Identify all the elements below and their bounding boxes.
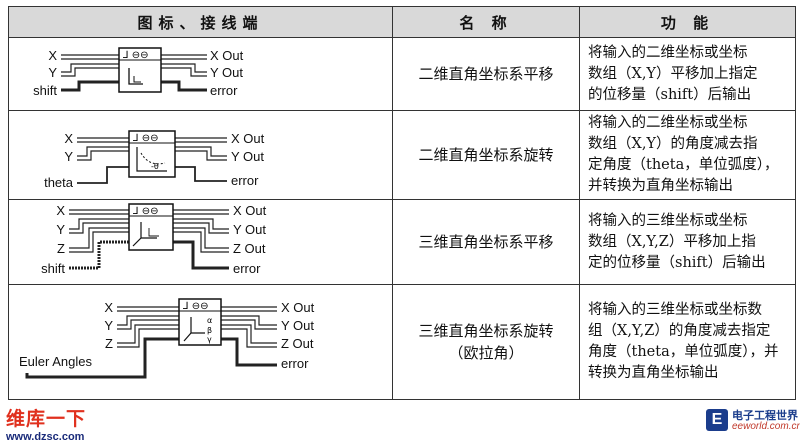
terminal-label-shift: shift xyxy=(33,83,57,98)
vi-icon-box: ⅃ ⊖⊖ -θ xyxy=(128,130,176,178)
terminal-label-y: Y xyxy=(48,65,57,80)
vi-icon-box: ⅃ ⊖⊖ α β γ xyxy=(178,298,222,346)
terminal-label-shift: shift xyxy=(41,261,65,276)
description-line: 数组（X,Y,Z）平移加上指 xyxy=(588,233,756,250)
table-row: X Y Z Euler Angles X Out Y Out Z Out err… xyxy=(8,284,796,400)
terminal-label-y: Y xyxy=(104,318,113,333)
terminal-label-x-out: X Out xyxy=(231,131,265,146)
vi-3d-rotate-icon: X Y Z Euler Angles X Out Y Out Z Out err… xyxy=(19,298,315,379)
terminal-label-x: X xyxy=(56,203,65,218)
function-description: 将输入的二维坐标或坐标 数组（X,Y）平移加上指定 的位移量（shift）后输出 xyxy=(579,37,796,111)
vi-diagram-2d-rotate: X Y theta X Out Y Out error xyxy=(8,110,393,200)
table-row: X Y theta X Out Y Out error xyxy=(8,110,796,200)
function-name: 二维直角坐标系平移 xyxy=(392,37,580,111)
function-name: 二维直角坐标系旋转 xyxy=(392,110,580,200)
svg-text:α: α xyxy=(207,316,212,325)
vi-2d-rotate-icon: X Y theta X Out Y Out error xyxy=(44,130,265,190)
terminal-label-theta: theta xyxy=(44,175,74,190)
terminal-label-x-out: X Out xyxy=(210,48,244,63)
terminal-label-error: error xyxy=(231,173,259,188)
terminal-label-x-out: X Out xyxy=(281,300,315,315)
svg-text:⅃ ⊖⊖: ⅃ ⊖⊖ xyxy=(123,50,149,61)
description-line: 将输入的三维坐标或坐标数 xyxy=(588,302,762,318)
svg-text:γ: γ xyxy=(207,335,212,344)
description-line: 转换为直角坐标输出 xyxy=(588,365,719,381)
eeworld-logo-icon: E xyxy=(706,409,728,431)
header-row: 图标、接线端 名 称 功 能 xyxy=(8,6,796,38)
terminal-label-z: Z xyxy=(105,336,113,351)
table-row: X Y shift X Out Y Out error xyxy=(8,37,796,111)
svg-text:⅃ ⊖⊖: ⅃ ⊖⊖ xyxy=(183,301,209,312)
description-line: 角度（theta，单位弧度），并 xyxy=(588,344,779,360)
svg-text:-θ: -θ xyxy=(151,162,159,171)
terminal-label-y-out: Y Out xyxy=(231,149,264,164)
function-description: 将输入的三维坐标或坐标 数组（X,Y,Z）平移加上指 定的位移量（shift）后… xyxy=(579,199,796,285)
watermark-dzsc-title: 维库一下 xyxy=(6,409,87,430)
terminal-label-x: X xyxy=(104,300,113,315)
vi-diagram-3d-translate: X Y Z shift X Out Y Out Z Out error xyxy=(8,199,393,285)
terminal-label-z: Z xyxy=(57,241,65,256)
name-line: （欧拉角） xyxy=(448,344,524,362)
terminal-label-y: Y xyxy=(56,222,65,237)
header-function: 功 能 xyxy=(579,6,796,38)
description-line: 组（X,Y,Z）的角度减去指定 xyxy=(588,323,771,339)
terminal-label-x: X xyxy=(48,48,57,63)
vi-icon-box: ⅃ ⊖⊖ xyxy=(118,47,162,93)
name-line: 三维直角坐标系旋转 xyxy=(418,322,554,340)
function-name: 三维直角坐标系平移 xyxy=(392,199,580,285)
description-line: 将输入的二维坐标或坐标 xyxy=(588,44,748,61)
svg-text:β: β xyxy=(207,326,212,335)
description-line: 的位移量（shift）后输出 xyxy=(588,86,752,103)
watermark-dzsc: 维库一下 www.dzsc.com xyxy=(6,404,86,443)
terminal-label-error: error xyxy=(281,356,309,371)
vi-icon-box: ⅃ ⊖⊖ xyxy=(128,203,174,251)
function-name: 三维直角坐标系旋转 （欧拉角） xyxy=(392,284,580,400)
vi-3d-translate-icon: X Y Z shift X Out Y Out Z Out error xyxy=(41,203,267,276)
vi-2d-translate-icon: X Y shift X Out Y Out error xyxy=(33,47,244,98)
description-line: 将输入的二维坐标或坐标 xyxy=(588,115,748,131)
svg-text:⅃ ⊖⊖: ⅃ ⊖⊖ xyxy=(133,133,159,144)
terminal-label-y-out: Y Out xyxy=(233,222,266,237)
vi-diagram-2d-translate: X Y shift X Out Y Out error xyxy=(8,37,393,111)
description-line: 数组（X,Y）平移加上指定 xyxy=(588,65,758,82)
watermark-eeworld: E 电子工程世界 eeworld.com.cn xyxy=(706,407,800,437)
terminal-label-y: Y xyxy=(64,149,73,164)
terminal-label-y-out: Y Out xyxy=(281,318,314,333)
terminal-label-error: error xyxy=(233,261,261,276)
description-line: 数组（X,Y）的角度减去指 xyxy=(588,136,758,152)
header-name: 名 称 xyxy=(392,6,580,38)
description-line: 将输入的三维坐标或坐标 xyxy=(588,212,748,229)
function-description: 将输入的二维坐标或坐标 数组（X,Y）的角度减去指 定角度（theta，单位弧度… xyxy=(579,110,796,200)
terminal-label-z-out: Z Out xyxy=(281,336,314,351)
terminal-label-y-out: Y Out xyxy=(210,65,243,80)
description-line: 定角度（theta，单位弧度）， xyxy=(588,157,779,173)
terminal-label-euler-angles: Euler Angles xyxy=(19,354,92,369)
terminal-label-error: error xyxy=(210,83,238,98)
description-line: 并转换为直角坐标输出 xyxy=(588,178,733,194)
terminal-label-x: X xyxy=(64,131,73,146)
vi-diagram-3d-rotate: X Y Z Euler Angles X Out Y Out Z Out err… xyxy=(8,284,393,400)
terminal-label-z-out: Z Out xyxy=(233,241,266,256)
watermark-dzsc-url: www.dzsc.com xyxy=(6,431,85,443)
watermark-eeworld-title: 电子工程世界 xyxy=(732,410,798,422)
terminal-label-x-out: X Out xyxy=(233,203,267,218)
description-line: 定的位移量（shift）后输出 xyxy=(588,254,766,271)
function-table: 图标、接线端 名 称 功 能 X Y shift X Out Y Out err… xyxy=(8,6,796,400)
table-row: X Y Z shift X Out Y Out Z Out error xyxy=(8,199,796,285)
header-icon-terminals: 图标、接线端 xyxy=(8,6,393,38)
function-description: 将输入的三维坐标或坐标数 组（X,Y,Z）的角度减去指定 角度（theta，单位… xyxy=(579,284,796,400)
svg-text:⅃ ⊖⊖: ⅃ ⊖⊖ xyxy=(133,206,159,217)
watermark-eeworld-url: eeworld.com.cn xyxy=(732,421,800,432)
